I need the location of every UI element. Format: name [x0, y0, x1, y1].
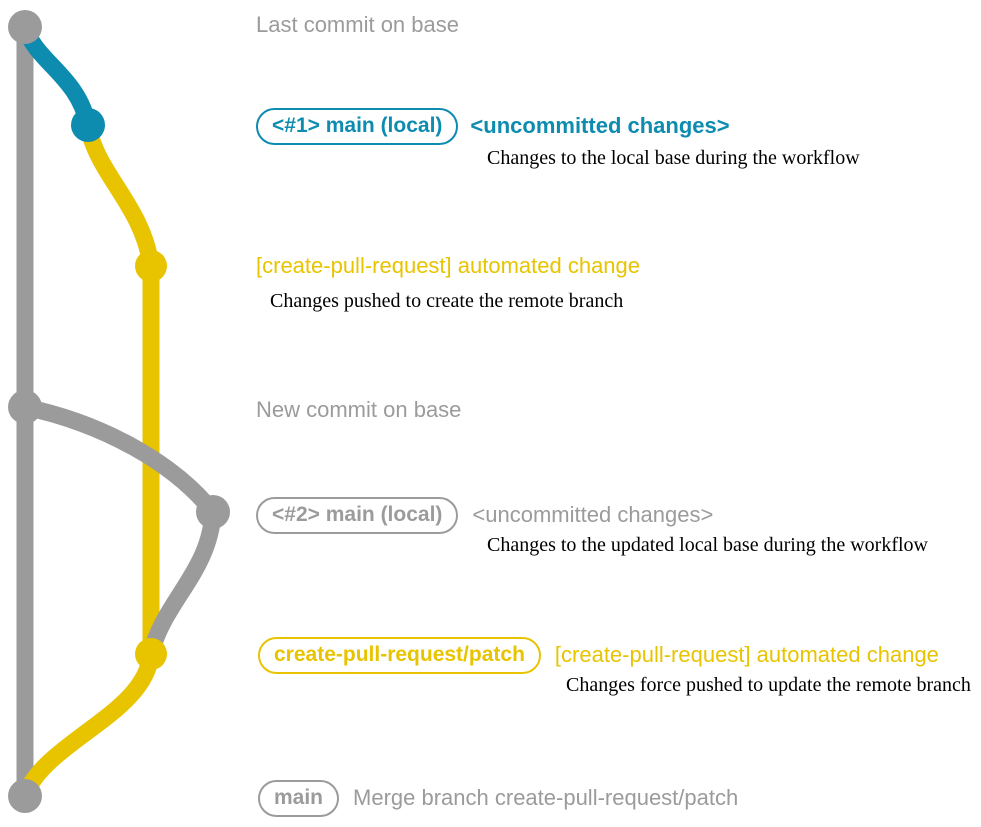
edge-patch2-to-merge [16, 645, 160, 805]
edge-base-to-local2 [16, 398, 222, 521]
branch-chip-main[interactable]: main [258, 780, 340, 818]
commit-headline-automated-2: [create-pull-request] automated change [554, 642, 939, 668]
commit-node-last-base [8, 10, 42, 44]
commit-node-automated-1 [135, 250, 167, 282]
branch-chip-create-pull-request-patch[interactable]: create-pull-request/patch [258, 637, 541, 675]
commit-subtext-local-1: Changes to the local base during the wor… [487, 147, 860, 169]
commit-row-last-base: Last commit on base [256, 12, 459, 37]
branch-chip-main-local-1[interactable]: <#1> main (local) [256, 108, 459, 146]
edge-base-to-local1 [16, 18, 97, 134]
commit-subtext-automated-1: Changes pushed to create the remote bran… [270, 290, 624, 312]
commit-row-automated-1: [create-pull-request] automated change [256, 253, 641, 278]
commit-headline-local-2: <uncommitted changes> [472, 502, 714, 528]
commit-row-automated-2: create-pull-request/patch [create-pull-r… [258, 637, 939, 675]
edge-local1-to-patch1 [79, 116, 160, 275]
commit-row-local-1: <#1> main (local) <uncommitted changes> [256, 108, 730, 146]
commit-nodes [8, 10, 230, 813]
edge-local2-to-patch2 [142, 503, 222, 663]
commit-node-new-base [8, 390, 42, 424]
commit-headline-last-base: Last commit on base [256, 12, 459, 37]
commit-node-local-1 [71, 108, 105, 142]
commit-node-local-2 [196, 495, 230, 529]
commit-subtext-automated-2: Changes force pushed to update the remot… [566, 674, 971, 696]
commit-headline-new-base: New commit on base [256, 397, 462, 422]
commit-row-local-2: <#2> main (local) <uncommitted changes> [256, 497, 714, 535]
branch-chip-main-local-2[interactable]: <#2> main (local) [256, 497, 459, 535]
commit-node-automated-2 [135, 638, 167, 670]
commit-headline-merge: Merge branch create-pull-request/patch [353, 785, 739, 811]
commit-row-new-base: New commit on base [256, 397, 462, 422]
commit-headline-automated-1: [create-pull-request] automated change [256, 253, 641, 278]
commit-node-merge [8, 779, 42, 813]
commit-subtext-local-2: Changes to the updated local base during… [487, 534, 928, 556]
commit-headline-local-1: <uncommitted changes> [470, 113, 730, 139]
commit-row-merge: main Merge branch create-pull-request/pa… [258, 780, 739, 818]
